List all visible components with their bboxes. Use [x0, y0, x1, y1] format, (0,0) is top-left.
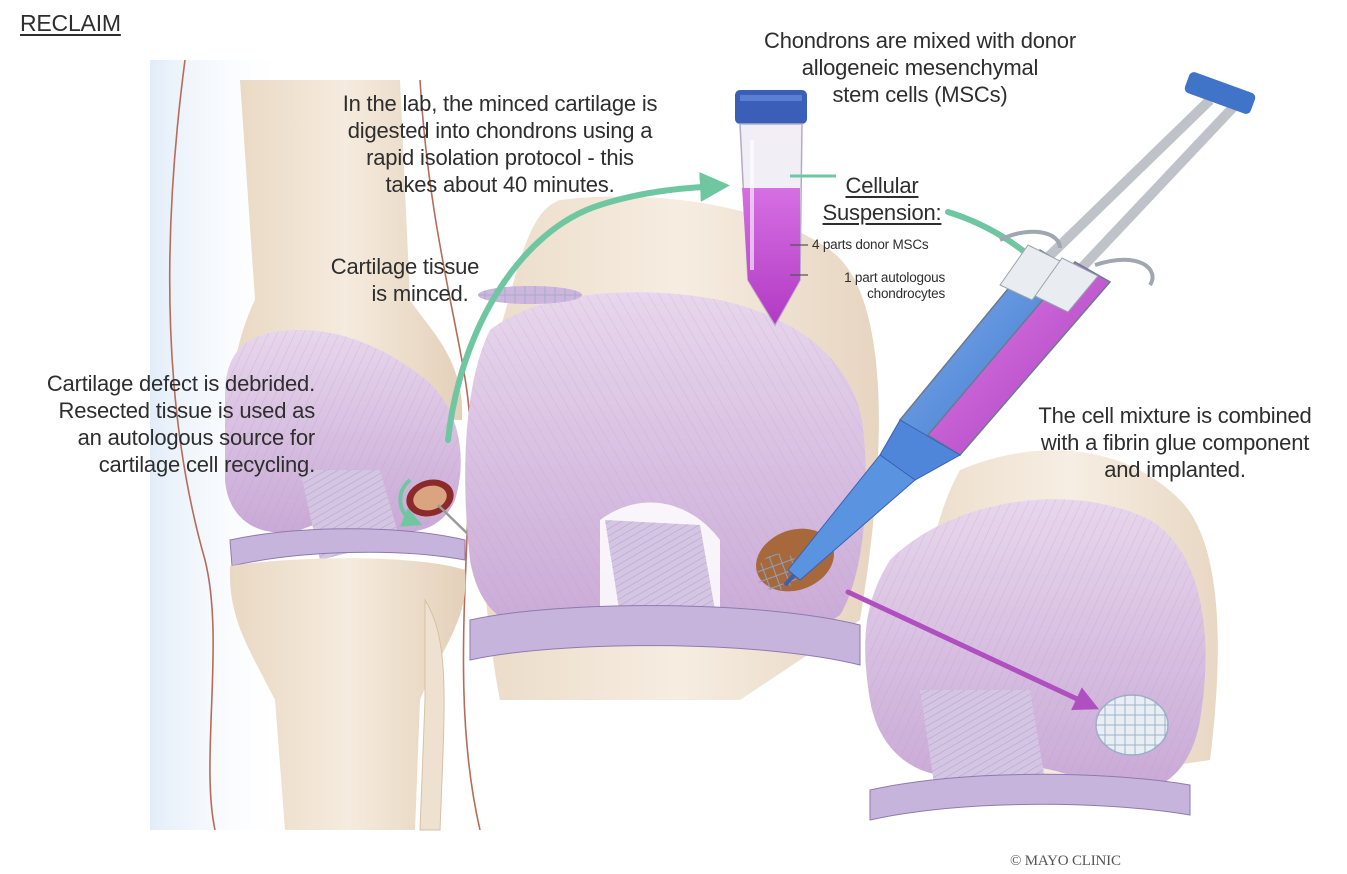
label-chondrons-line: allogeneic mesenchymal — [720, 54, 1120, 81]
label-cell-mixture: The cell mixture is combined with a fibr… — [1005, 402, 1345, 483]
label-lab-line: takes about 40 minutes. — [300, 171, 700, 198]
label-minced-line: is minced. — [300, 280, 510, 307]
label-parts-autologous: 1 part autologous chondrocytes — [790, 270, 945, 302]
label-minced-line: Cartilage tissue — [300, 253, 510, 280]
label-lab-line: digested into chondrons using a — [300, 117, 700, 144]
label-debrided-line: Resected tissue is used as — [10, 397, 315, 424]
label-chondrons-line: Chondrons are mixed with donor — [720, 27, 1120, 54]
label-debrided-line: Cartilage defect is debrided. — [10, 370, 315, 397]
label-chondrons-line: stem cells (MSCs) — [720, 81, 1120, 108]
label-lab-step: In the lab, the minced cartilage is dige… — [300, 90, 700, 198]
label-parts-line: 1 part autologous — [790, 270, 945, 286]
page-title: RECLAIM — [20, 10, 121, 37]
label-suspension-line: Suspension: — [812, 199, 952, 226]
label-tissue-minced: Cartilage tissue is minced. — [300, 253, 510, 307]
label-debrided-line: an autologous source for — [10, 424, 315, 451]
label-defect-debrided: Cartilage defect is debrided. Resected t… — [10, 370, 315, 478]
label-mixture-line: with a fibrin glue component — [1005, 429, 1345, 456]
label-lab-line: In the lab, the minced cartilage is — [300, 90, 700, 117]
label-cellular-suspension: Cellular Suspension: — [812, 172, 952, 226]
label-parts-msc: 4 parts donor MSCs — [812, 237, 928, 253]
label-debrided-line: cartilage cell recycling. — [10, 451, 315, 478]
label-lab-line: rapid isolation protocol - this — [300, 144, 700, 171]
label-mixture-line: The cell mixture is combined — [1005, 402, 1345, 429]
label-mixture-line: and implanted. — [1005, 456, 1345, 483]
copyright-notice: © MAYO CLINIC — [1010, 852, 1121, 870]
knee-panel-3 — [865, 450, 1218, 820]
label-chondrons-mixed: Chondrons are mixed with donor allogenei… — [720, 27, 1120, 108]
label-suspension-line: Cellular — [812, 172, 952, 199]
label-parts-line: chondrocytes — [790, 286, 945, 302]
